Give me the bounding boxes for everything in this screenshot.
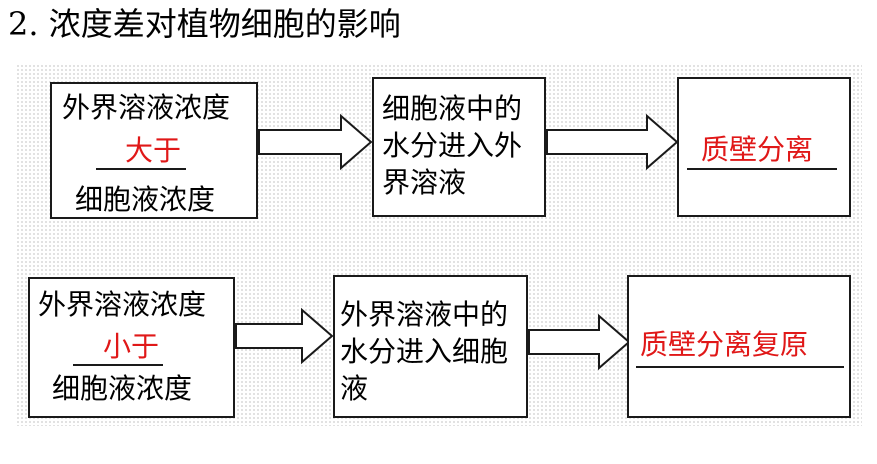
row1-process-line-3: 界溶液: [382, 166, 467, 199]
row1-result: 质壁分离: [701, 133, 814, 166]
row2-condition-box: [28, 277, 235, 418]
row2-arrow-2: [528, 313, 631, 371]
row2-result: 质壁分离复原: [640, 328, 809, 361]
row2-result-box: [627, 275, 851, 418]
row2-condition-bottom: 细胞液浓度: [52, 372, 193, 405]
row2-arrow-1: [235, 307, 334, 365]
row2-condition-underline: [73, 364, 163, 366]
row2-process-box: [333, 275, 528, 418]
row2-process-line-3: 液: [340, 372, 369, 405]
row1-process-box: [372, 77, 546, 217]
row2-condition-relation: 小于: [103, 330, 160, 363]
row1-condition-bottom: 细胞液浓度: [75, 183, 216, 216]
row1-result-underline: [687, 168, 837, 170]
row1-process-text: 细胞液中的 水分进入外 界溶液: [382, 90, 522, 201]
row2-condition-top: 外界溶液浓度: [38, 288, 207, 321]
row1-condition-box: [50, 82, 258, 219]
row2-process-line-2: 水分进入细胞: [340, 335, 509, 368]
row1-condition-relation: 大于: [125, 134, 182, 167]
page-title: 2. 浓度差对植物细胞的影响: [8, 5, 401, 43]
row2-process-line-1: 外界溶液中的: [340, 298, 509, 331]
row1-arrow-1: [258, 113, 373, 171]
row1-condition-underline: [96, 168, 186, 170]
row1-process-line-1: 细胞液中的: [382, 92, 523, 125]
row1-arrow-2: [546, 113, 679, 171]
row1-process-line-2: 水分进入外: [382, 129, 523, 162]
row1-condition-top: 外界溶液浓度: [62, 91, 231, 124]
row2-result-underline: [636, 366, 844, 368]
row2-process-text: 外界溶液中的 水分进入细胞 液: [340, 296, 508, 407]
row1-result-box: [677, 77, 851, 217]
